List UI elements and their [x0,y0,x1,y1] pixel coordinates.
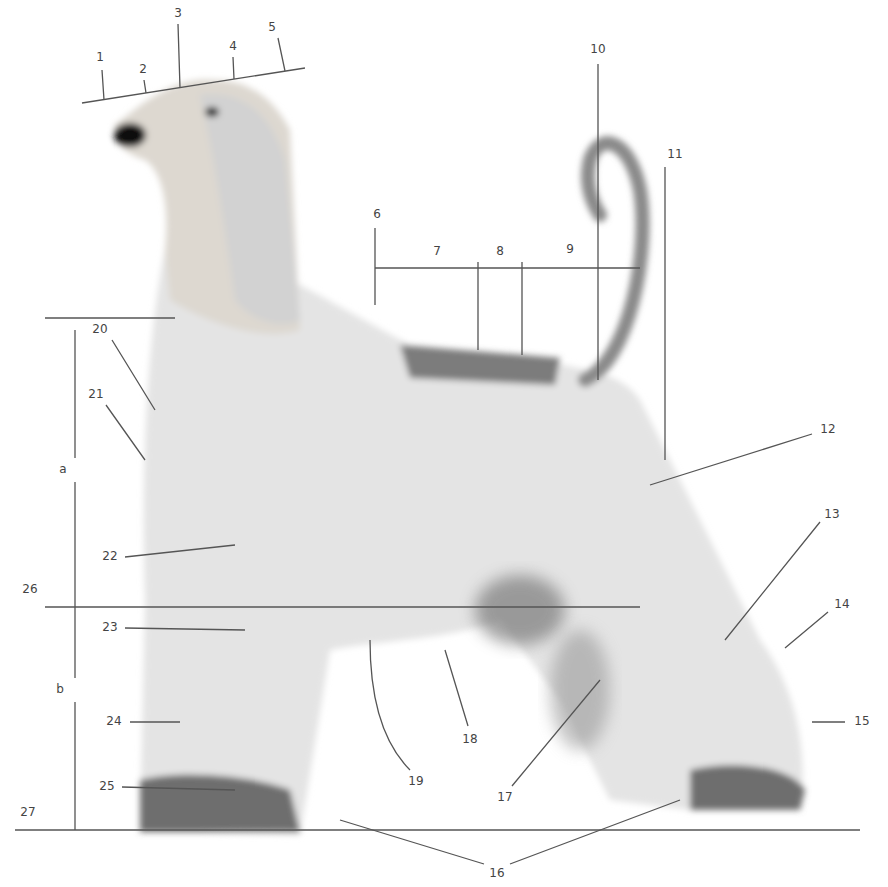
height-lines [15,318,860,830]
callout-number: 11 [665,147,684,162]
measure-lines [15,24,860,864]
dog-rear-feet [690,765,805,810]
callout-number: 3 [172,6,184,21]
dog-figure [114,79,805,835]
callout-number: 12 [818,422,837,437]
callout-number: 14 [832,597,851,612]
callout-number: 13 [822,507,841,522]
callout-number: 16 [487,866,506,881]
dog-body [140,250,803,835]
back-measure [375,267,640,268]
callout-number: 9 [564,242,576,257]
callout-number: 18 [460,732,479,747]
callout-number: 25 [97,779,116,794]
belly-shadow [475,575,565,645]
callout-number: 4 [227,39,239,54]
callout-number: 26 [20,582,39,597]
callout-number: 5 [266,20,278,35]
dog-front-feet [140,775,300,832]
callout-number: 27 [18,805,37,820]
back-ticks [375,64,665,460]
callout-number: 6 [371,207,383,222]
callout-number: 1 [94,50,106,65]
callout-number: 7 [431,244,443,259]
callout-number: 17 [495,790,514,805]
dog-ear-hair [200,94,300,324]
callout-number: 2 [137,62,149,77]
head-measure [82,68,305,103]
callout-number: 15 [852,714,871,729]
dog-saddle [400,345,560,385]
callout-number: 20 [90,322,109,337]
dimension-letter: a [57,462,68,477]
callout-number: 24 [104,714,123,729]
leg-shadow [550,630,610,750]
callout-number: 22 [100,549,119,564]
dog-head [115,79,300,333]
callout-number: 21 [86,387,105,402]
head-ticks [102,24,285,100]
dog-tail [585,143,643,380]
dog-eye [205,107,219,117]
callout-number: 8 [494,244,506,259]
dimension-letter: b [54,682,66,697]
callout-number: 10 [588,42,607,57]
dog-nose [114,123,146,147]
callout-number: 19 [406,774,425,789]
leader-lines [106,340,845,864]
callout-number: 23 [100,620,119,635]
